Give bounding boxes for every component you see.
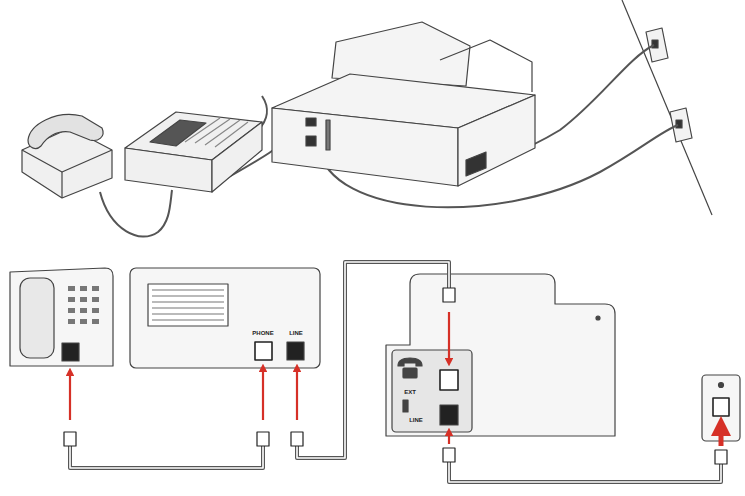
telephone [62,343,79,361]
telephone [20,278,54,358]
port-label-holder: PHONE [252,330,273,336]
wall [622,0,712,215]
telephone [22,115,112,198]
phone-cable [297,262,449,458]
port-label-holder: LINE [409,417,423,423]
printer [596,316,600,320]
rj11-plug [715,450,727,464]
telephone [22,150,112,172]
direction-arrow [70,312,449,444]
answering-machine [212,122,262,192]
wall-jack [646,28,668,62]
printer [392,350,472,432]
port-label: LINE [289,330,303,336]
phone-cable [70,446,263,468]
direction-arrow [448,432,450,444]
printer [326,120,330,150]
phone-cable [449,462,721,482]
telephone [92,297,99,302]
port-label: EXT [404,389,416,395]
answering-machine [125,112,262,192]
printer [458,95,535,186]
port-label-holder: EXT [404,389,416,395]
printer [306,118,316,126]
port-label-holder: LINE [289,330,303,336]
answering-machine [130,268,320,368]
printer [386,274,615,436]
printer [306,136,316,146]
wall [622,0,712,215]
telephone [10,268,113,366]
printer [272,22,535,186]
phone-cable [449,462,721,482]
phone-cable [70,262,721,482]
rj11-plug [443,288,455,302]
wall-jack [652,40,658,48]
wall-jack [670,108,692,142]
phone-cord [100,190,172,237]
answering-machine [255,342,272,360]
printer [440,370,458,390]
telephone [80,297,87,302]
telephone [68,286,99,324]
wall-jack [676,120,682,128]
rj11-plug [443,448,455,462]
rj11-plug [64,288,727,464]
printer [398,358,422,366]
answering-machine [152,290,224,320]
direction-arrow [719,426,724,446]
telephone [68,297,75,302]
telephone [92,286,99,291]
telephone [80,319,87,324]
wall-jack [719,383,724,388]
printer [440,40,532,92]
fax-setup-illustration [10,0,740,482]
printer [386,274,615,436]
answering-machine [125,148,212,192]
printer [440,405,458,425]
direction-arrow [719,426,724,446]
direction-arrow [69,372,71,420]
telephone [61,172,62,198]
telephone [68,308,75,313]
direction-arrow [448,312,450,362]
telephone [28,115,103,149]
phone-cable [297,262,449,458]
direction-arrow [262,368,264,420]
telephone [68,319,75,324]
printer [272,108,458,186]
telephone [80,286,87,291]
rj11-plug [291,432,303,446]
rj11-plug [64,432,76,446]
telephone [92,308,99,313]
wall-jack [713,398,729,416]
telephone [10,268,113,366]
printer [466,152,486,176]
port-label: LINE [409,417,423,423]
telephone [92,319,99,324]
phone-cable [70,446,263,468]
port-label: PHONE [252,330,273,336]
rj11-plug [257,432,269,446]
telephone [80,308,87,313]
answering-machine [185,118,248,147]
answering-machine [287,342,304,360]
phone-cable [70,262,721,482]
direction-arrow [296,368,298,420]
printer [403,400,408,412]
answering-machine [148,284,228,326]
printer [403,368,417,378]
telephone [68,286,75,291]
answering-machine [130,268,320,368]
